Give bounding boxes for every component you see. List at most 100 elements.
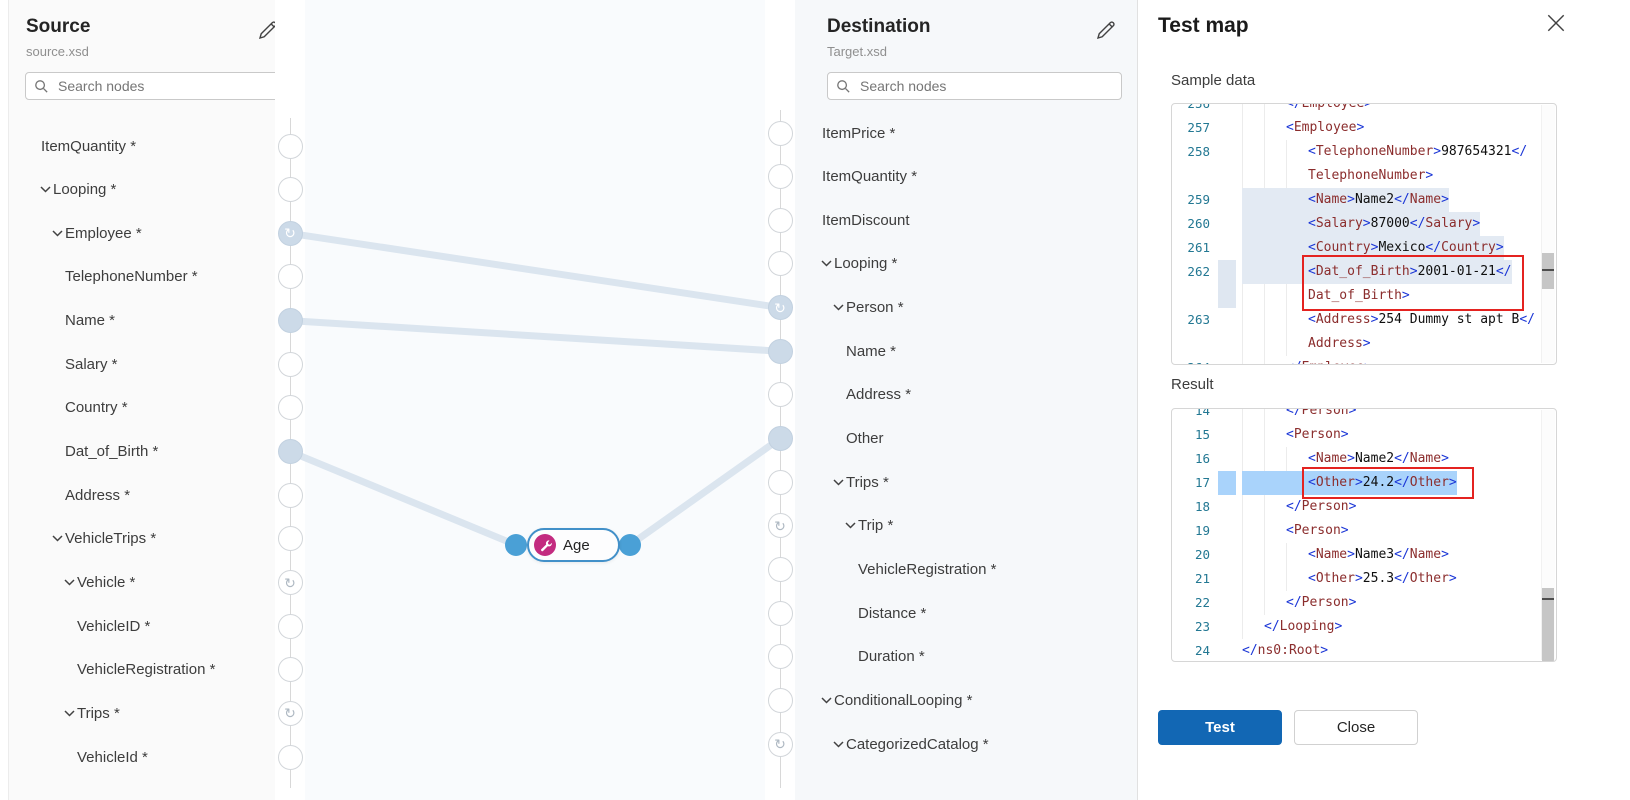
destination-handle-trips[interactable] xyxy=(767,469,793,495)
source-handle-telephonenumber[interactable] xyxy=(277,264,303,290)
sample-data-label: Sample data xyxy=(1171,72,1256,89)
chevron-down-icon[interactable] xyxy=(842,522,858,529)
edit-destination-icon[interactable] xyxy=(1094,18,1118,42)
code-line: 264</Employee> xyxy=(1172,356,1556,364)
function-output-handle[interactable] xyxy=(619,534,641,556)
destination-handle-looping[interactable] xyxy=(767,251,793,277)
tree-node-looping[interactable]: Looping * xyxy=(37,179,116,201)
tree-node-trips[interactable]: Trips * xyxy=(830,471,889,493)
tree-node-trip[interactable]: Trip * xyxy=(842,515,893,537)
scrollbar-thumb[interactable] xyxy=(1542,588,1554,661)
tree-node-dat-of-birth[interactable]: Dat_of_Birth * xyxy=(65,441,158,463)
tree-node-employee[interactable]: Employee * xyxy=(49,222,142,244)
tree-node-label: Looping * xyxy=(53,181,117,199)
tree-node-salary[interactable]: Salary * xyxy=(65,353,118,375)
source-handle-vehicleid[interactable] xyxy=(277,744,303,770)
tree-node-vehicleid[interactable]: VehicleID * xyxy=(77,615,150,637)
source-search-input[interactable] xyxy=(56,77,273,95)
source-search[interactable] xyxy=(25,72,282,100)
tree-node-address[interactable]: Address * xyxy=(65,484,130,506)
destination-handle-name[interactable] xyxy=(767,338,793,364)
source-handle-address[interactable] xyxy=(277,482,303,508)
destination-handle-person[interactable]: ↻ xyxy=(767,295,793,321)
destination-handle-itemprice[interactable] xyxy=(767,120,793,146)
destination-handle-other[interactable] xyxy=(767,426,793,452)
tree-node-vehicleregistration[interactable]: VehicleRegistration * xyxy=(77,659,215,681)
code-line: 262<Dat_of_Birth>2001-01-21</ xyxy=(1172,260,1556,284)
destination-handle-vehicleregistration[interactable] xyxy=(767,557,793,582)
close-icon[interactable] xyxy=(1545,12,1569,36)
tree-node-label: VehicleId * xyxy=(77,748,148,766)
source-handle-dat-of-birth[interactable] xyxy=(277,439,303,465)
chevron-down-icon[interactable] xyxy=(818,697,834,704)
destination-handle-itemdiscount[interactable] xyxy=(767,207,793,233)
tree-node-label: VehicleTrips * xyxy=(65,530,157,548)
tree-node-categorizedcatalog[interactable]: CategorizedCatalog * xyxy=(830,733,989,755)
tree-node-trips[interactable]: Trips * xyxy=(61,702,120,724)
tree-node-telephonenumber[interactable]: TelephoneNumber * xyxy=(65,266,198,288)
source-handle-itemquantity[interactable] xyxy=(277,133,303,159)
tree-node-itemquantity[interactable]: ItemQuantity * xyxy=(41,135,136,157)
source-handle-trips[interactable]: ↻ xyxy=(277,700,303,726)
tree-node-itemquantity[interactable]: ItemQuantity * xyxy=(822,166,917,188)
sample-editor-scrollbar[interactable] xyxy=(1541,105,1555,363)
scrollbar-thumb[interactable] xyxy=(1542,253,1554,289)
destination-handle-trip[interactable]: ↻ xyxy=(767,513,793,539)
destination-search-input[interactable] xyxy=(858,77,1113,95)
function-input-handle[interactable] xyxy=(505,534,527,556)
result-editor[interactable]: 14</Person>15<Person>16<Name>Name2</Name… xyxy=(1171,408,1557,662)
tree-node-person[interactable]: Person * xyxy=(830,297,904,319)
tree-node-itemdiscount[interactable]: ItemDiscount xyxy=(822,209,910,231)
chevron-down-icon[interactable] xyxy=(49,535,65,542)
result-editor-scrollbar[interactable] xyxy=(1541,410,1555,661)
destination-handle-address[interactable] xyxy=(767,382,793,408)
sample-data-editor[interactable]: 256</Employee>257<Employee>258<Telephone… xyxy=(1171,103,1557,365)
tree-node-other[interactable]: Other xyxy=(846,428,884,450)
function-badge xyxy=(534,534,556,556)
function-label: Age xyxy=(563,536,590,554)
tree-node-label: Duration * xyxy=(858,648,925,666)
tree-node-vehicletrips[interactable]: VehicleTrips * xyxy=(49,528,156,550)
chevron-down-icon[interactable] xyxy=(830,479,846,486)
source-handle-employee[interactable]: ↻ xyxy=(277,220,303,246)
tree-node-itemprice[interactable]: ItemPrice * xyxy=(822,122,895,144)
tree-node-label: VehicleRegistration * xyxy=(77,661,216,679)
destination-handle-conditionallooping[interactable] xyxy=(767,687,793,713)
source-handle-name[interactable] xyxy=(277,308,303,334)
test-button[interactable]: Test xyxy=(1158,710,1282,745)
tree-node-country[interactable]: Country * xyxy=(65,397,128,419)
source-handle-salary[interactable] xyxy=(277,351,303,377)
chevron-down-icon[interactable] xyxy=(37,186,53,193)
chevron-down-icon[interactable] xyxy=(49,230,65,237)
tree-node-looping[interactable]: Looping * xyxy=(818,253,897,275)
destination-search[interactable] xyxy=(827,72,1122,100)
tree-node-distance[interactable]: Distance * xyxy=(858,602,926,624)
tree-node-address[interactable]: Address * xyxy=(846,384,911,406)
source-handle-country[interactable] xyxy=(277,395,303,421)
destination-handle-itemquantity[interactable] xyxy=(767,164,793,190)
destination-handle-duration[interactable] xyxy=(767,644,793,670)
tree-node-name[interactable]: Name * xyxy=(846,340,896,362)
close-button[interactable]: Close xyxy=(1294,710,1418,745)
source-handle-vehicletrips[interactable] xyxy=(277,526,303,552)
destination-panel: Destination Target.xsd ItemPrice *ItemQu… xyxy=(794,0,1137,800)
chevron-down-icon[interactable] xyxy=(818,260,834,267)
tree-node-vehicle[interactable]: Vehicle * xyxy=(61,572,135,594)
function-node-age[interactable]: Age xyxy=(527,528,620,562)
destination-handle-distance[interactable] xyxy=(767,600,793,626)
destination-handle-categorizedcatalog[interactable]: ↻ xyxy=(767,731,793,757)
chevron-down-icon[interactable] xyxy=(830,741,846,748)
tree-node-duration[interactable]: Duration * xyxy=(858,646,925,668)
tree-node-vehicleregistration[interactable]: VehicleRegistration * xyxy=(858,559,996,581)
source-handle-vehicle[interactable]: ↻ xyxy=(277,570,303,595)
source-handle-looping[interactable] xyxy=(277,177,303,203)
source-handle-vehicleregistration[interactable] xyxy=(277,657,303,683)
source-handle-vehicleid[interactable] xyxy=(277,613,303,639)
chevron-down-icon[interactable] xyxy=(61,579,77,586)
tree-node-vehicleid[interactable]: VehicleId * xyxy=(77,746,148,768)
chevron-down-icon[interactable] xyxy=(830,304,846,311)
tree-node-conditionallooping[interactable]: ConditionalLooping * xyxy=(818,689,972,711)
tree-node-name[interactable]: Name * xyxy=(65,310,115,332)
chevron-down-icon[interactable] xyxy=(61,710,77,717)
tree-node-label: Address * xyxy=(846,386,912,404)
